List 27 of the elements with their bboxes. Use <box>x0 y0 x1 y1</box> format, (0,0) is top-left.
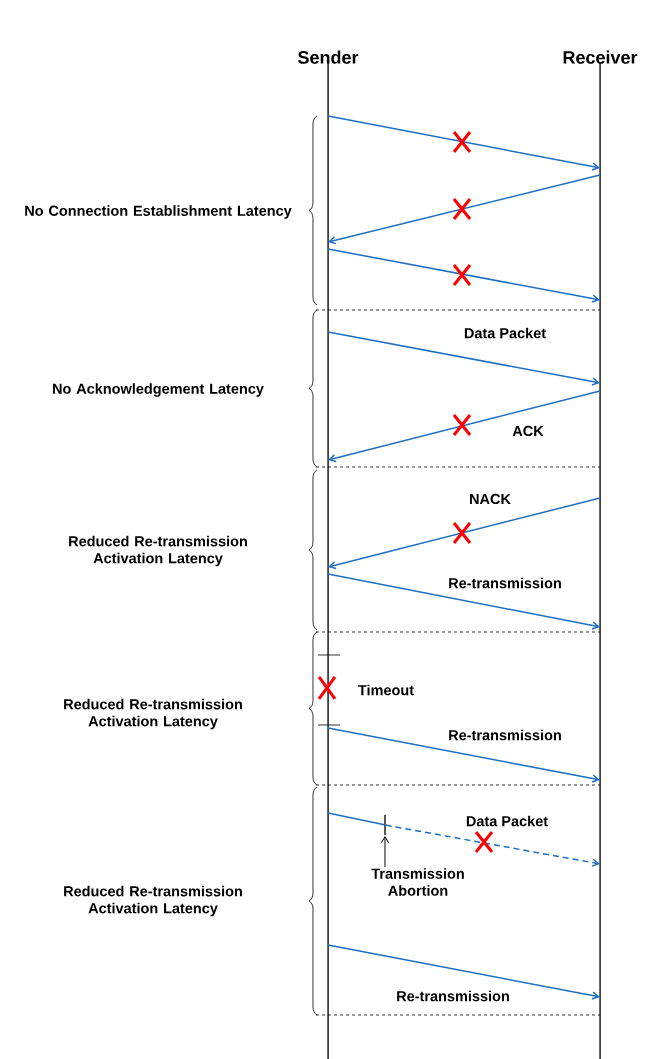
message-arrow <box>384 824 600 867</box>
message-arrow <box>327 115 600 171</box>
message-arrow <box>327 331 600 386</box>
lifeline: Sender <box>298 50 359 1059</box>
phase-label: Reduced Re-transmission Activation Latency <box>69 535 247 567</box>
edge-label: Re-transmission <box>447 576 563 590</box>
edge-label: Re-transmission <box>447 728 563 742</box>
edge-label: Data Packet <box>464 814 550 828</box>
abort-tick <box>384 814 386 836</box>
message-arrow <box>327 727 600 783</box>
edge-label: NACK <box>468 492 512 506</box>
message-arrow <box>327 573 600 630</box>
phase-label: Reduced Re-transmission Activation Latency <box>64 885 242 917</box>
message-arrow <box>328 497 601 570</box>
leader-arrow <box>381 836 389 868</box>
edge-label: ACK <box>511 424 545 438</box>
message-arrow <box>328 174 601 245</box>
edge-label: Re-transmission <box>395 989 511 1003</box>
message-arrow <box>328 390 601 463</box>
note-text: Transmission Abortion <box>371 868 464 896</box>
message-arrow <box>327 248 600 303</box>
lifeline: Receiver <box>563 50 638 1059</box>
message-arrow <box>327 944 600 1000</box>
timeout-label: Timeout <box>358 684 414 696</box>
phase-label: Reduced Re-transmission Activation Latency <box>64 698 242 730</box>
phase-label: No Acknowledgement Latency <box>53 383 264 397</box>
edge-label: Data Packet <box>462 326 548 340</box>
